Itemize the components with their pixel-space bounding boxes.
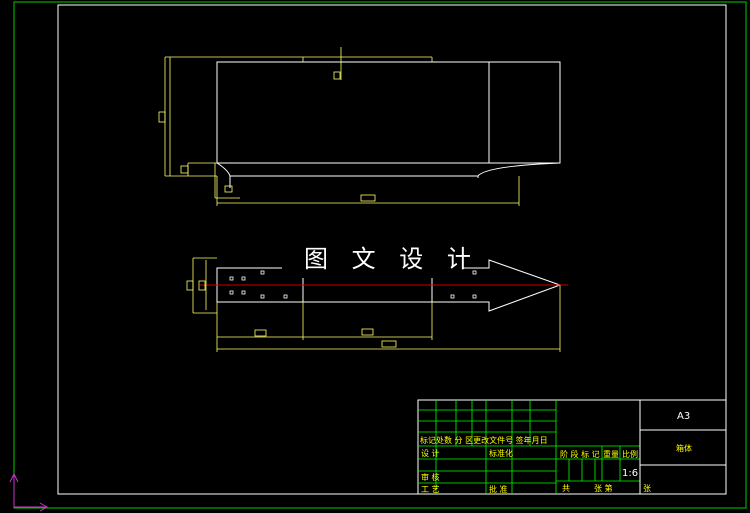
front-view-dimensions bbox=[186, 257, 561, 352]
drawing-frame bbox=[57, 4, 727, 495]
sheet-size-label: A3 bbox=[677, 411, 690, 422]
process-label: 工 艺 bbox=[421, 485, 440, 494]
title-block-frame bbox=[417, 399, 727, 495]
header-row-label: 标记处数 分 区更改文件号 签年月日 bbox=[420, 435, 548, 445]
front-view-outline bbox=[216, 259, 562, 312]
review-label: 审 核 bbox=[421, 472, 440, 482]
sheet-suffix-label: 张 bbox=[643, 484, 651, 493]
scale-value: 1:6 bbox=[622, 468, 638, 479]
stage-mark-label: 阶 段 标 记 bbox=[560, 449, 600, 459]
front-view-holes bbox=[229, 270, 477, 299]
watermark-backdrop bbox=[282, 238, 462, 278]
top-view bbox=[216, 61, 561, 188]
design-label: 设 计 bbox=[421, 448, 440, 458]
top-view-dimensions bbox=[158, 47, 520, 206]
title-block: 标记处数 分 区更改文件号 签年月日 设 计 标准化 审 核 工 艺 批 准 阶… bbox=[417, 399, 727, 495]
watermark-text: 图 文 设 计 bbox=[304, 245, 479, 273]
top-view-base bbox=[216, 162, 561, 177]
part-name-label: 箱体 bbox=[676, 443, 692, 453]
weight-label: 重量 bbox=[603, 449, 619, 459]
title-block-grid bbox=[418, 400, 640, 494]
ucs-icon bbox=[9, 472, 49, 512]
top-view-body bbox=[216, 61, 561, 164]
outer-green-border bbox=[13, 1, 747, 509]
total-sheets-label: 共 bbox=[562, 484, 570, 493]
standardize-label: 标准化 bbox=[489, 448, 513, 458]
approve-label: 批 准 bbox=[489, 484, 508, 494]
sheet-number-label: 张 第 bbox=[594, 483, 613, 493]
ratio-label: 比例 bbox=[622, 449, 638, 459]
